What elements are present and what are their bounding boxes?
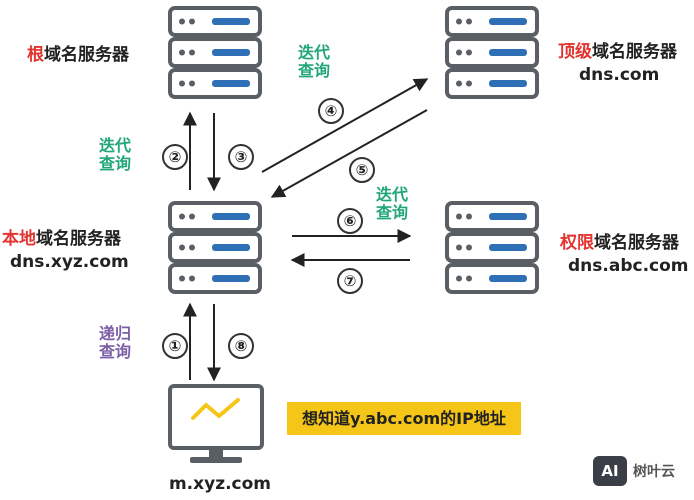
step-8-badge: ⑧ (228, 333, 254, 359)
tld-server-label-highlight: 顶级 (558, 42, 592, 62)
step-2-badge: ② (162, 144, 188, 170)
tld-server-label: 顶级域名服务器 (558, 42, 677, 63)
server-indicator-dot (456, 213, 462, 220)
server-indicator-dot (179, 49, 185, 56)
server-icon-tld (445, 6, 539, 99)
server-status-bar (489, 49, 527, 56)
client-hostname: m.xyz.com (168, 474, 272, 494)
iterative-query-line1: 迭代 (99, 136, 132, 155)
iterative-query-line1: 迭代 (298, 43, 331, 62)
iterative-query-line2: 查询 (99, 154, 132, 174)
arrow-step-5 (270, 109, 428, 198)
server-indicator-dot (189, 213, 195, 220)
server-indicator-dot (179, 213, 185, 220)
server-indicator-dot (466, 275, 472, 282)
server-status-bar (212, 213, 250, 220)
authoritative-server-domain: dns.abc.com (568, 256, 689, 276)
local-server-label: 本地域名服务器 (2, 229, 121, 250)
server-indicator-dot (179, 80, 185, 87)
server-indicator-dot (189, 18, 195, 25)
authoritative-server-label: 权限域名服务器 (560, 233, 679, 254)
server-indicator-dot (466, 80, 472, 87)
server-status-bar (212, 18, 250, 25)
brand-watermark: AI 树叶云 (593, 455, 675, 487)
recursive-query-label: 递归 查询 (99, 324, 132, 362)
iterative-query-label-authoritative: 迭代 查询 (376, 185, 409, 223)
server-indicator-dot (456, 49, 462, 56)
local-server-label-rest: 域名服务器 (36, 229, 121, 249)
step-7-badge: ⑦ (337, 268, 363, 294)
recursive-query-line1: 递归 (99, 324, 132, 343)
server-indicator-dot (456, 275, 462, 282)
root-server-label: 根域名服务器 (27, 45, 129, 66)
authoritative-server-label-highlight: 权限 (560, 233, 594, 253)
tld-server-label-rest: 域名服务器 (592, 42, 677, 62)
root-server-label-highlight: 根 (27, 45, 44, 65)
arrow-step-4 (261, 78, 429, 173)
step-3-badge: ③ (228, 144, 254, 170)
step-6-badge: ⑥ (337, 208, 363, 234)
root-server-label-rest: 域名服务器 (44, 45, 129, 65)
server-indicator-dot (466, 213, 472, 220)
server-status-bar (489, 244, 527, 251)
recursive-query-line2: 查询 (99, 342, 132, 362)
iterative-query-line1: 迭代 (376, 185, 409, 204)
iterative-query-label-tld: 迭代 查询 (298, 43, 331, 81)
step-1-badge: ① (162, 333, 188, 359)
server-status-bar (489, 213, 527, 220)
question-callout: 想知道y.abc.com的IP地址 (287, 402, 521, 435)
server-status-bar (489, 80, 527, 87)
local-server-domain: dns.xyz.com (10, 252, 129, 272)
brand-logo: AI (593, 456, 627, 486)
server-indicator-dot (456, 244, 462, 251)
step-4-badge: ④ (318, 98, 344, 124)
server-indicator-dot (189, 244, 195, 251)
server-status-bar (212, 49, 250, 56)
server-indicator-dot (189, 80, 195, 87)
server-status-bar (212, 80, 250, 87)
server-indicator-dot (456, 80, 462, 87)
server-icon-root (168, 6, 262, 99)
server-status-bar (212, 275, 250, 282)
server-indicator-dot (466, 18, 472, 25)
server-status-bar (489, 275, 527, 282)
server-indicator-dot (179, 275, 185, 282)
server-status-bar (489, 18, 527, 25)
server-indicator-dot (466, 244, 472, 251)
server-indicator-dot (189, 49, 195, 56)
server-indicator-dot (179, 18, 185, 25)
iterative-query-line2: 查询 (376, 203, 409, 223)
server-status-bar (212, 244, 250, 251)
computer-icon (168, 384, 264, 463)
server-indicator-dot (456, 18, 462, 25)
brand-text: 树叶云 (633, 464, 675, 480)
iterative-query-line2: 查询 (298, 61, 331, 81)
server-indicator-dot (466, 49, 472, 56)
server-icon-authoritative (445, 201, 539, 294)
step-5-badge: ⑤ (349, 157, 375, 183)
server-indicator-dot (179, 244, 185, 251)
tld-server-domain: dns.com (579, 65, 660, 85)
server-indicator-dot (189, 275, 195, 282)
authoritative-server-label-rest: 域名服务器 (594, 233, 679, 253)
local-server-label-highlight: 本地 (2, 229, 36, 249)
server-icon-local (168, 201, 262, 294)
iterative-query-label-root: 迭代 查询 (99, 136, 132, 174)
